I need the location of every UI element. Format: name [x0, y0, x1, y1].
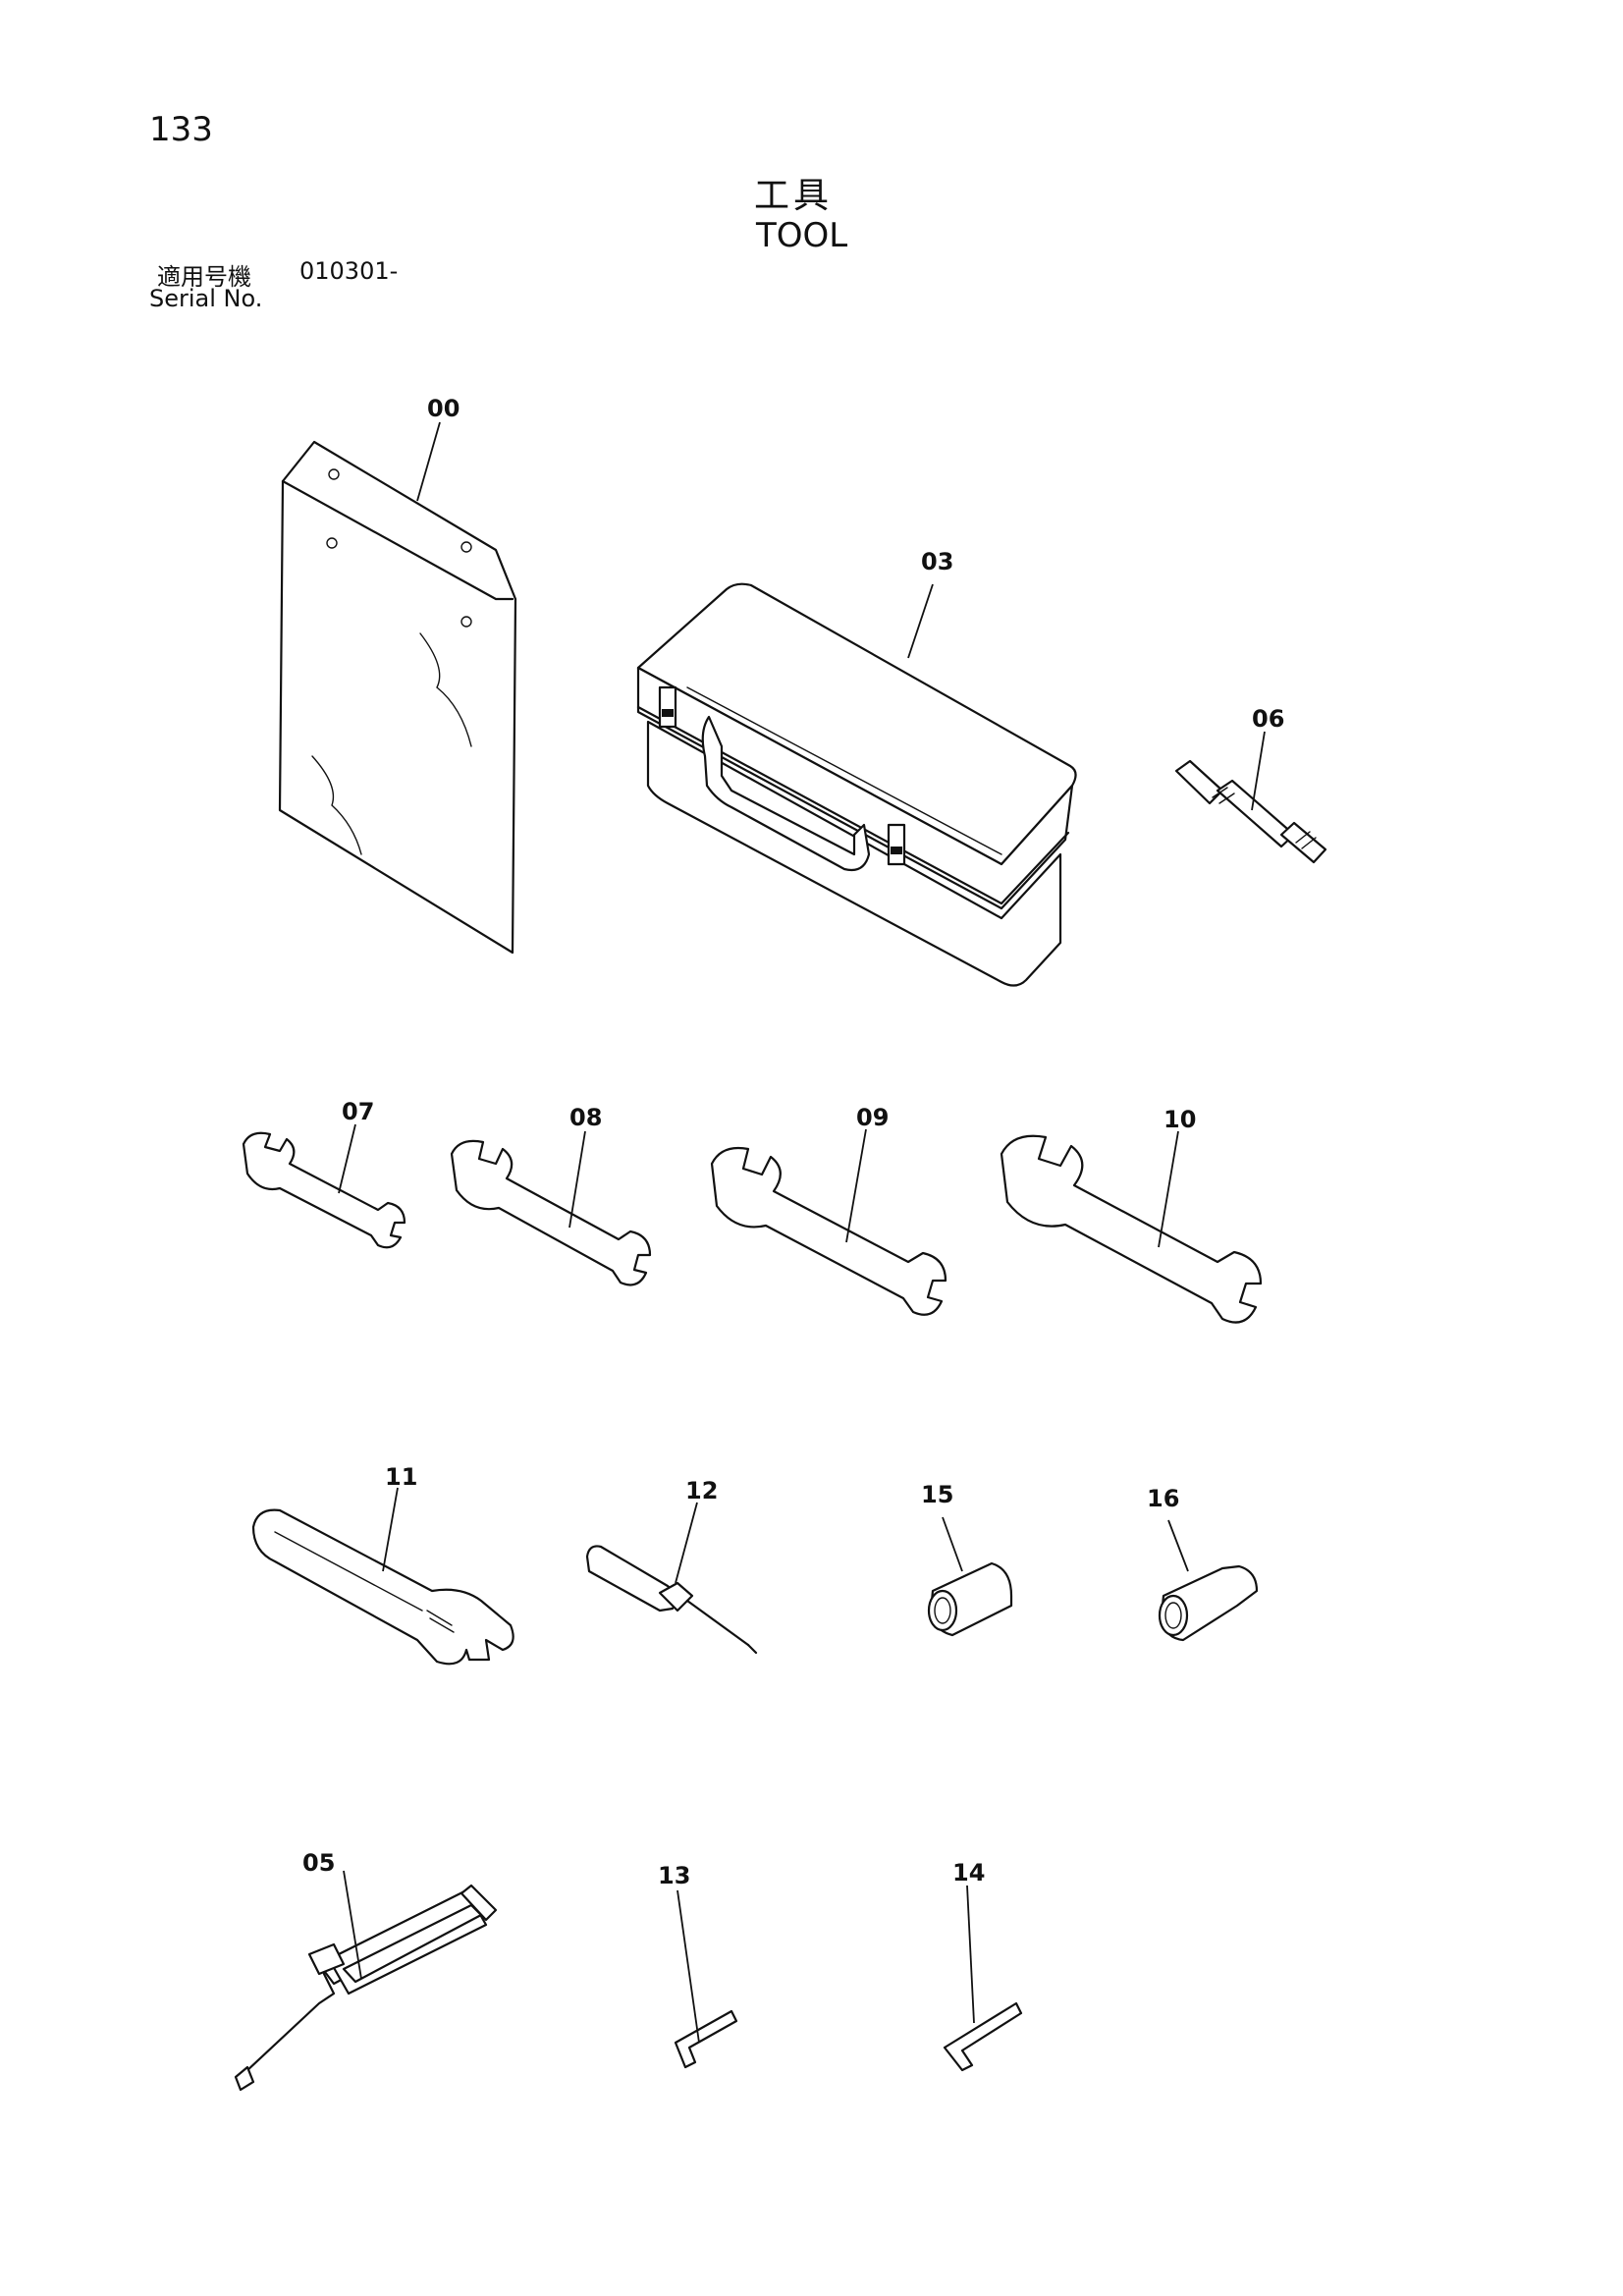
callout-06: 06 [1252, 705, 1284, 733]
part-09-wrench: 09 [710, 1104, 947, 1316]
part-06-extension-bar: 06 [1174, 705, 1327, 864]
callout-16: 16 [1147, 1485, 1179, 1512]
title-japanese: 工具 [754, 176, 834, 216]
part-16-socket: 16 [1147, 1485, 1259, 1642]
callout-08: 08 [569, 1104, 602, 1131]
part-13-hex-key: 13 [658, 1862, 738, 2069]
callout-10: 10 [1163, 1106, 1196, 1133]
serial-value: 010301- [299, 257, 399, 285]
callout-07: 07 [342, 1098, 374, 1125]
callout-05: 05 [302, 1849, 335, 1877]
part-03-tool-box: 03 [636, 548, 1077, 987]
part-12-screwdriver: 12 [585, 1477, 758, 1655]
callout-00: 00 [427, 395, 460, 422]
part-08-wrench: 08 [450, 1104, 652, 1286]
part-15-socket: 15 [921, 1481, 1013, 1637]
part-07-wrench: 07 [242, 1098, 406, 1249]
callout-15: 15 [921, 1481, 953, 1508]
part-00-manual-bag: 00 [278, 395, 517, 955]
serial-label-english: Serial No. [149, 285, 263, 312]
title-english: TOOL [756, 216, 848, 255]
callout-03: 03 [921, 548, 953, 575]
serial-label-japanese: 適用号機 [157, 263, 251, 291]
part-14-hex-key: 14 [943, 1859, 1023, 2072]
callout-12: 12 [685, 1477, 718, 1504]
callout-14: 14 [952, 1859, 985, 1886]
callout-13: 13 [658, 1862, 690, 1889]
callout-11: 11 [385, 1463, 417, 1491]
page-number: 133 [149, 110, 213, 149]
part-10-wrench: 10 [1000, 1106, 1263, 1324]
part-11-adjustable-wrench: 11 [251, 1463, 514, 1666]
part-05-grease-gun: 05 [234, 1849, 498, 2092]
callout-09: 09 [856, 1104, 889, 1131]
